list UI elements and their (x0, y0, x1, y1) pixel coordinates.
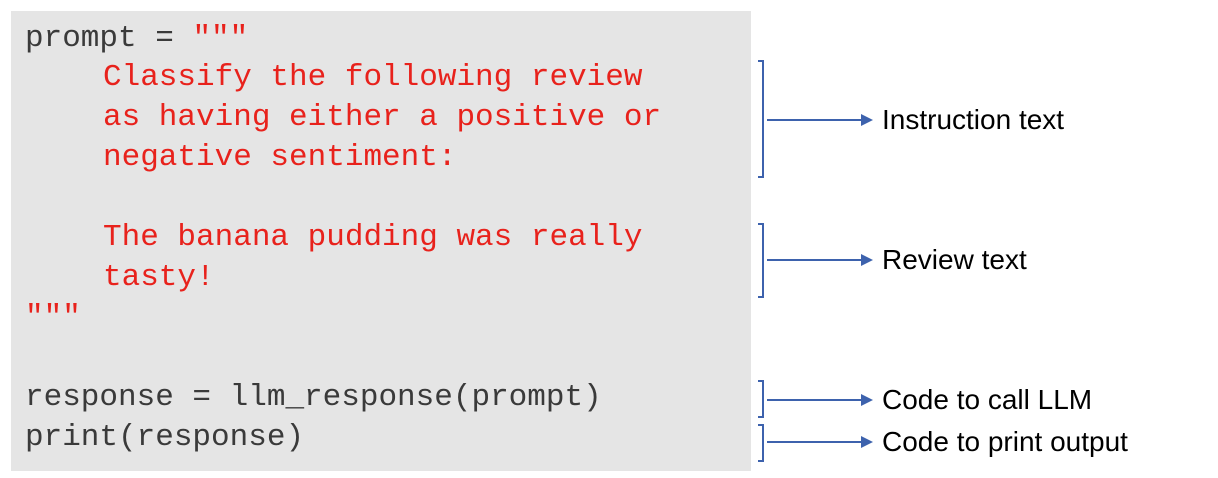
review-arrow-head (861, 254, 873, 266)
code-line-prompt: prompt = """ (25, 19, 248, 59)
review-line-1: The banana pudding was really (103, 220, 643, 255)
review-bracket (758, 223, 764, 298)
code-line-call-llm: response = llm_response(prompt) (25, 380, 602, 415)
instruction-arrow (767, 119, 862, 121)
call-llm-label: Code to call LLM (882, 384, 1093, 415)
review-arrow (767, 259, 862, 261)
prompt-close-quote: """ (25, 300, 81, 335)
call-llm-arrow (767, 399, 862, 401)
call-llm-bracket (758, 380, 764, 418)
print-output-label: Code to print output (882, 426, 1128, 457)
prompt-open-quote: """ (192, 21, 249, 56)
print-output-arrow-head (861, 436, 873, 448)
print-output-arrow (767, 441, 862, 443)
call-llm-arrow-head (861, 394, 873, 406)
instruction-text-label: Instruction text (882, 104, 1065, 135)
code-line-print: print(response) (25, 420, 305, 455)
print-output-bracket (758, 424, 764, 462)
code-panel (11, 11, 751, 471)
review-text-label: Review text (882, 244, 1027, 275)
instruction-bracket (758, 60, 764, 178)
review-line-2: tasty! (103, 260, 215, 295)
instruction-line-1: Classify the following review (103, 60, 643, 95)
prompt-assignment: prompt = (25, 21, 193, 56)
instruction-line-3: negative sentiment: (103, 140, 457, 175)
instruction-line-2: as having either a positive or (103, 100, 662, 135)
instruction-arrow-head (861, 114, 873, 126)
